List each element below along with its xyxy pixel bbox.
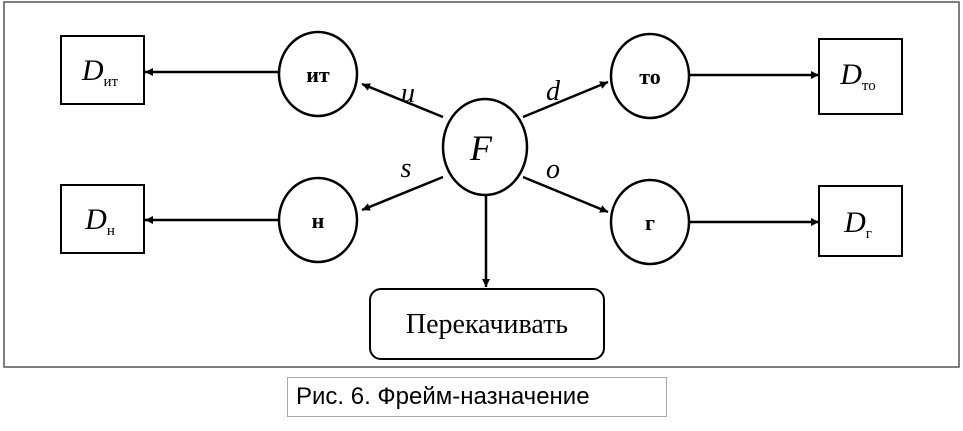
edge-label-d: d [546,76,561,107]
action-box [369,288,605,360]
slot-node-it-label: ит [306,62,330,87]
slot-node-n-label: н [312,208,325,233]
d-box-n-label: Dн [84,203,115,239]
d-box-it-label: Dит [81,54,119,90]
edge-label-u: u [401,78,415,109]
edge-label-s: s [401,153,412,184]
slot-node-to-label: то [639,64,661,89]
figure-caption: Рис. 6. Фрейм-назначение [287,377,667,417]
slot-node-n [277,176,359,264]
center-node-f [441,97,529,197]
slot-node-it [277,30,359,118]
figure-border [3,1,960,368]
figure-caption-text: Рис. 6. Фрейм-назначение [296,383,590,410]
slot-node-to [609,32,691,120]
d-box-to-label: Dто [839,58,876,94]
d-box-it [60,35,145,105]
d-box-g [818,185,903,257]
d-box-to [818,38,903,115]
edge-f-to-to [522,80,609,119]
action-box-label: Перекачивать [406,309,568,340]
edge-f-to-it [361,82,444,119]
edge-f-to-n [361,175,444,212]
center-node-label: F [469,128,493,168]
slot-node-g-label: г [645,210,655,235]
edge-f-to-g [522,175,609,214]
edge-label-o: o [546,154,560,185]
slot-node-g [609,178,691,266]
d-box-g-label: Dг [843,206,872,242]
d-box-n [60,184,145,254]
